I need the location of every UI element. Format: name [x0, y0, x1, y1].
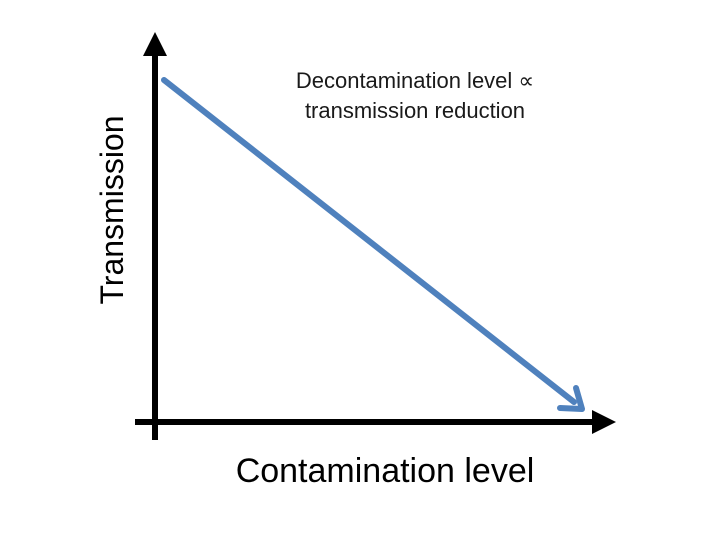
annotation-text: Decontamination level ∝ transmission red…	[250, 66, 580, 126]
annotation-line-2: transmission reduction	[304, 98, 526, 123]
y-axis-label: Transmission	[94, 115, 130, 305]
trend-arrowhead	[557, 385, 585, 412]
x-axis-label: Contamination level	[235, 452, 535, 490]
trend-arrow	[161, 77, 577, 405]
annotation-line-1: Decontamination level ∝	[295, 68, 535, 93]
